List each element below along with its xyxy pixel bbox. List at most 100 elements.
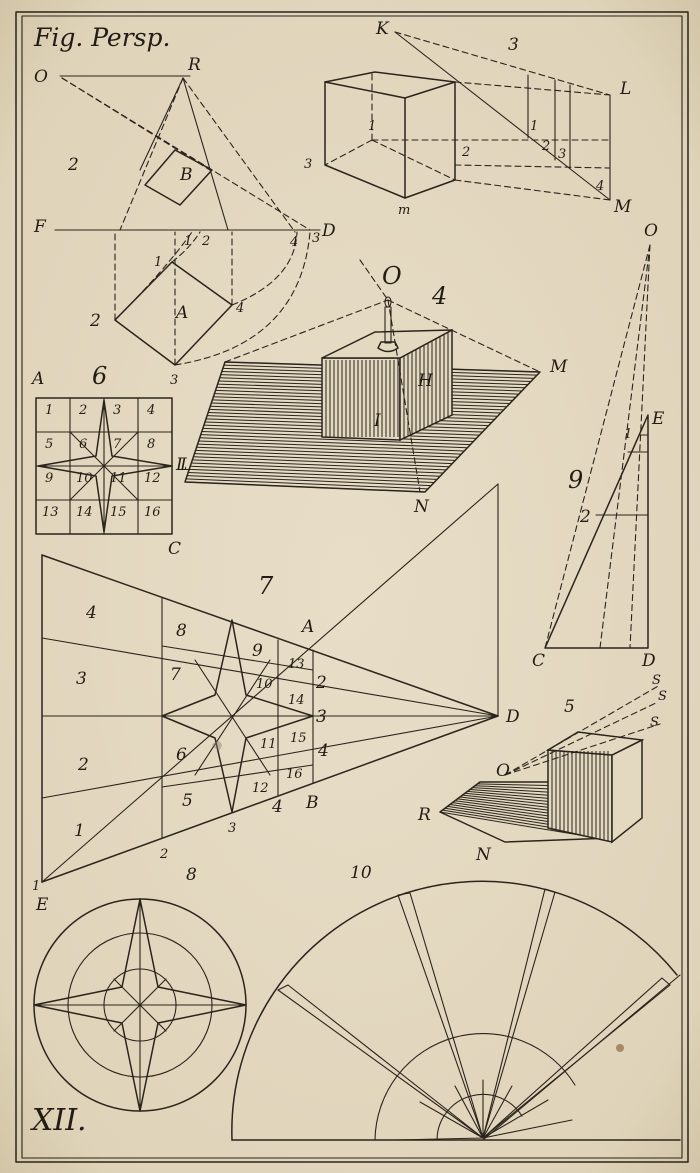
fig10-ray [277, 989, 484, 1139]
fig10-ray [482, 977, 663, 1139]
fig2-label-4b: 4 [235, 301, 244, 316]
fig7-label-11: 12 [252, 781, 269, 796]
hatch-line [188, 472, 435, 484]
fig5-label-O: O [496, 761, 510, 781]
figure-3: 3 K L 1 3 2 m 1 2 3 4 M [304, 19, 632, 218]
hatch-line [187, 475, 432, 487]
fig2-label-2: 2 [201, 234, 210, 249]
fig7-label-26: 2 [315, 673, 327, 693]
fig9-number: 9 [568, 466, 583, 494]
fig10-ray-cap [661, 977, 671, 986]
hatch-line [189, 468, 438, 480]
fig9-label-1: 1 [624, 427, 632, 442]
fig5-label-S3: S [650, 715, 659, 730]
fig3-label-1b: 1 [530, 119, 538, 134]
fig10-spoke [482, 1119, 573, 1139]
fig7-label-17: B [305, 793, 319, 813]
fig2-label-A: A [174, 303, 188, 323]
fig2-label-2b: 2 [89, 311, 101, 331]
fig2-number: 2 [67, 155, 79, 175]
fig7-label-3: 1 [74, 821, 85, 841]
figure-4: O 4 M H I N L [179, 259, 568, 517]
fig6-cell-6: 6 [79, 437, 87, 452]
hatch-line [477, 783, 554, 787]
fig7-label-10: 11 [260, 737, 277, 752]
fig4-label-H: H [417, 371, 434, 391]
fig3-label-2b: 2 [541, 139, 550, 154]
fig5-label-N: N [475, 845, 492, 865]
fig6-cell-5: 5 [45, 437, 53, 452]
fig9-label-O: O [644, 221, 658, 241]
fig6-cell-15: 15 [110, 505, 127, 520]
fig6-cell-2: 2 [78, 403, 87, 418]
fig2-label-1: 1 [184, 234, 192, 249]
plate-title: Fig. Persp. [33, 23, 170, 52]
fig4-label-L: L [179, 455, 191, 475]
figure-10: 10 [231, 863, 681, 1141]
hatch-line [193, 456, 450, 468]
fig7-label-13: 14 [288, 693, 305, 708]
fig6-cell-11: 11 [110, 471, 127, 486]
paper-stain [616, 1044, 624, 1052]
fig2-label-3b: 3 [170, 373, 178, 388]
hatch-line [190, 465, 441, 477]
fig7-label-19: E [35, 895, 49, 915]
fig7-label-0: 4 [85, 603, 97, 623]
fig10-spoke [419, 1101, 484, 1139]
fig7-label-20: 1 [32, 879, 40, 894]
fig6-cell-13: 13 [42, 505, 59, 520]
fig9-label-E: E [651, 409, 665, 429]
fig6-label-A: A [30, 369, 44, 389]
figure-5: 5 S S S O R N [417, 673, 667, 865]
hatch-line [198, 440, 465, 452]
fig6-label-C: C [168, 539, 181, 559]
fig7-label-18: D [505, 707, 520, 727]
fig2-label-O: O [34, 67, 48, 87]
fig10-spoke [482, 1085, 513, 1139]
hatch-line [191, 462, 444, 474]
hatch-line [192, 459, 447, 471]
fig7-label-12: 13 [288, 657, 305, 672]
fig7-label-22: 3 [228, 821, 236, 836]
fig9-label-C: C [532, 651, 545, 671]
fig8-number: 8 [186, 865, 197, 885]
fig6-cell-9: 9 [45, 471, 53, 486]
fig3-label-K: K [375, 19, 390, 39]
fig2-label-1b: 1 [154, 255, 162, 270]
fig7-label-21: 2 [159, 847, 168, 862]
fig6-cell-16: 16 [144, 505, 161, 520]
fig2-label-3: 3 [312, 231, 320, 246]
fig2-label-D: D [321, 221, 336, 241]
fig7-label-15: 16 [286, 767, 303, 782]
plate-border [15, 11, 689, 1163]
fig10-ray [482, 891, 556, 1139]
fig7-label-9: 10 [256, 677, 273, 692]
fig10-spoke [482, 1099, 549, 1139]
fig7-label-2: 2 [77, 755, 89, 775]
fig7-label-1: 3 [76, 669, 87, 689]
fig10-spoke [454, 1085, 484, 1139]
fig7-label-24: 4 [317, 741, 329, 761]
fig3-label-1: 1 [368, 119, 376, 134]
fig9-label-2: 2 [579, 507, 591, 527]
fig7-label-16: A [300, 617, 314, 637]
hatch-line [197, 443, 462, 455]
fig6-cell-14: 14 [76, 505, 93, 520]
fig4-label-I: I [373, 411, 381, 431]
fig10-ray-cap [277, 984, 289, 991]
fig2-label-B: B [179, 165, 193, 185]
fig7-label-25: 3 [316, 707, 327, 727]
fig2-label-R: R [187, 55, 201, 75]
fig3-label-2: 2 [461, 145, 470, 160]
fig4-label-N: N [413, 497, 430, 517]
fig4-number: 4 [431, 282, 447, 310]
fig6-cell-4: 4 [146, 403, 155, 418]
fig7-label-6: 6 [176, 745, 187, 765]
fig5-number: 5 [564, 697, 575, 717]
fig10-ray [482, 888, 546, 1139]
fig10-ray [287, 984, 484, 1139]
fig10-ray-cap [544, 888, 556, 893]
fig7-number: 7 [258, 572, 274, 600]
fig6-cell-8: 8 [147, 437, 155, 452]
fig2-label-4: 4 [289, 235, 298, 250]
